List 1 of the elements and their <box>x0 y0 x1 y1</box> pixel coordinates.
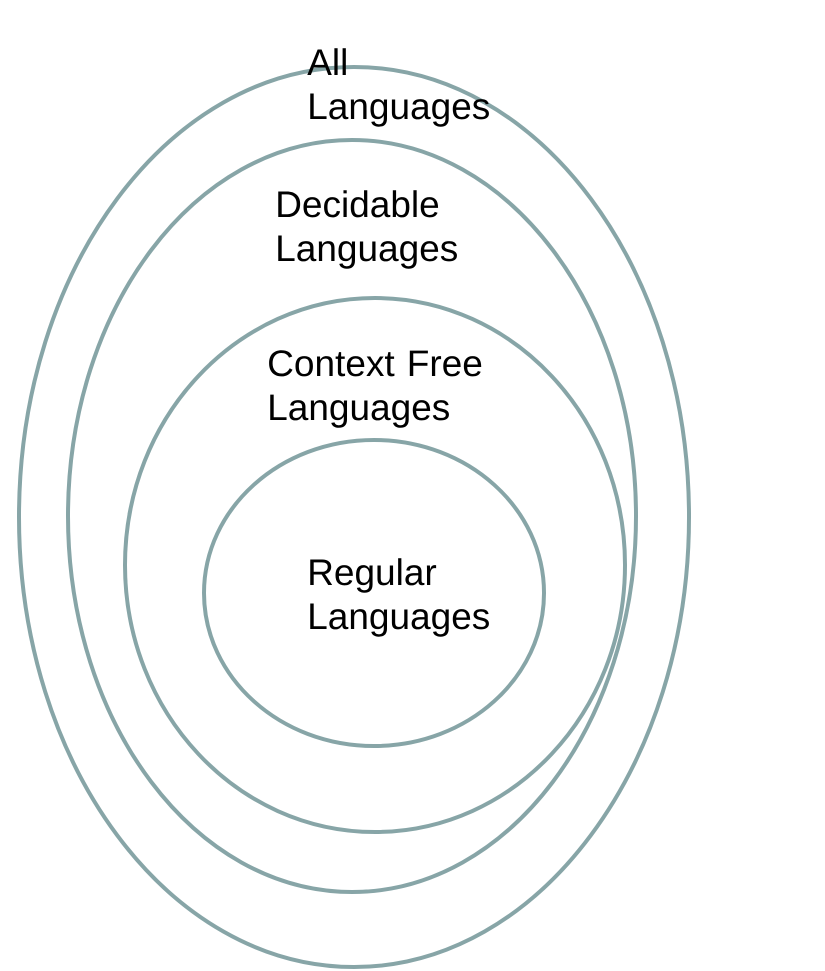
ellipse-region: Regular Languages <box>202 438 546 748</box>
